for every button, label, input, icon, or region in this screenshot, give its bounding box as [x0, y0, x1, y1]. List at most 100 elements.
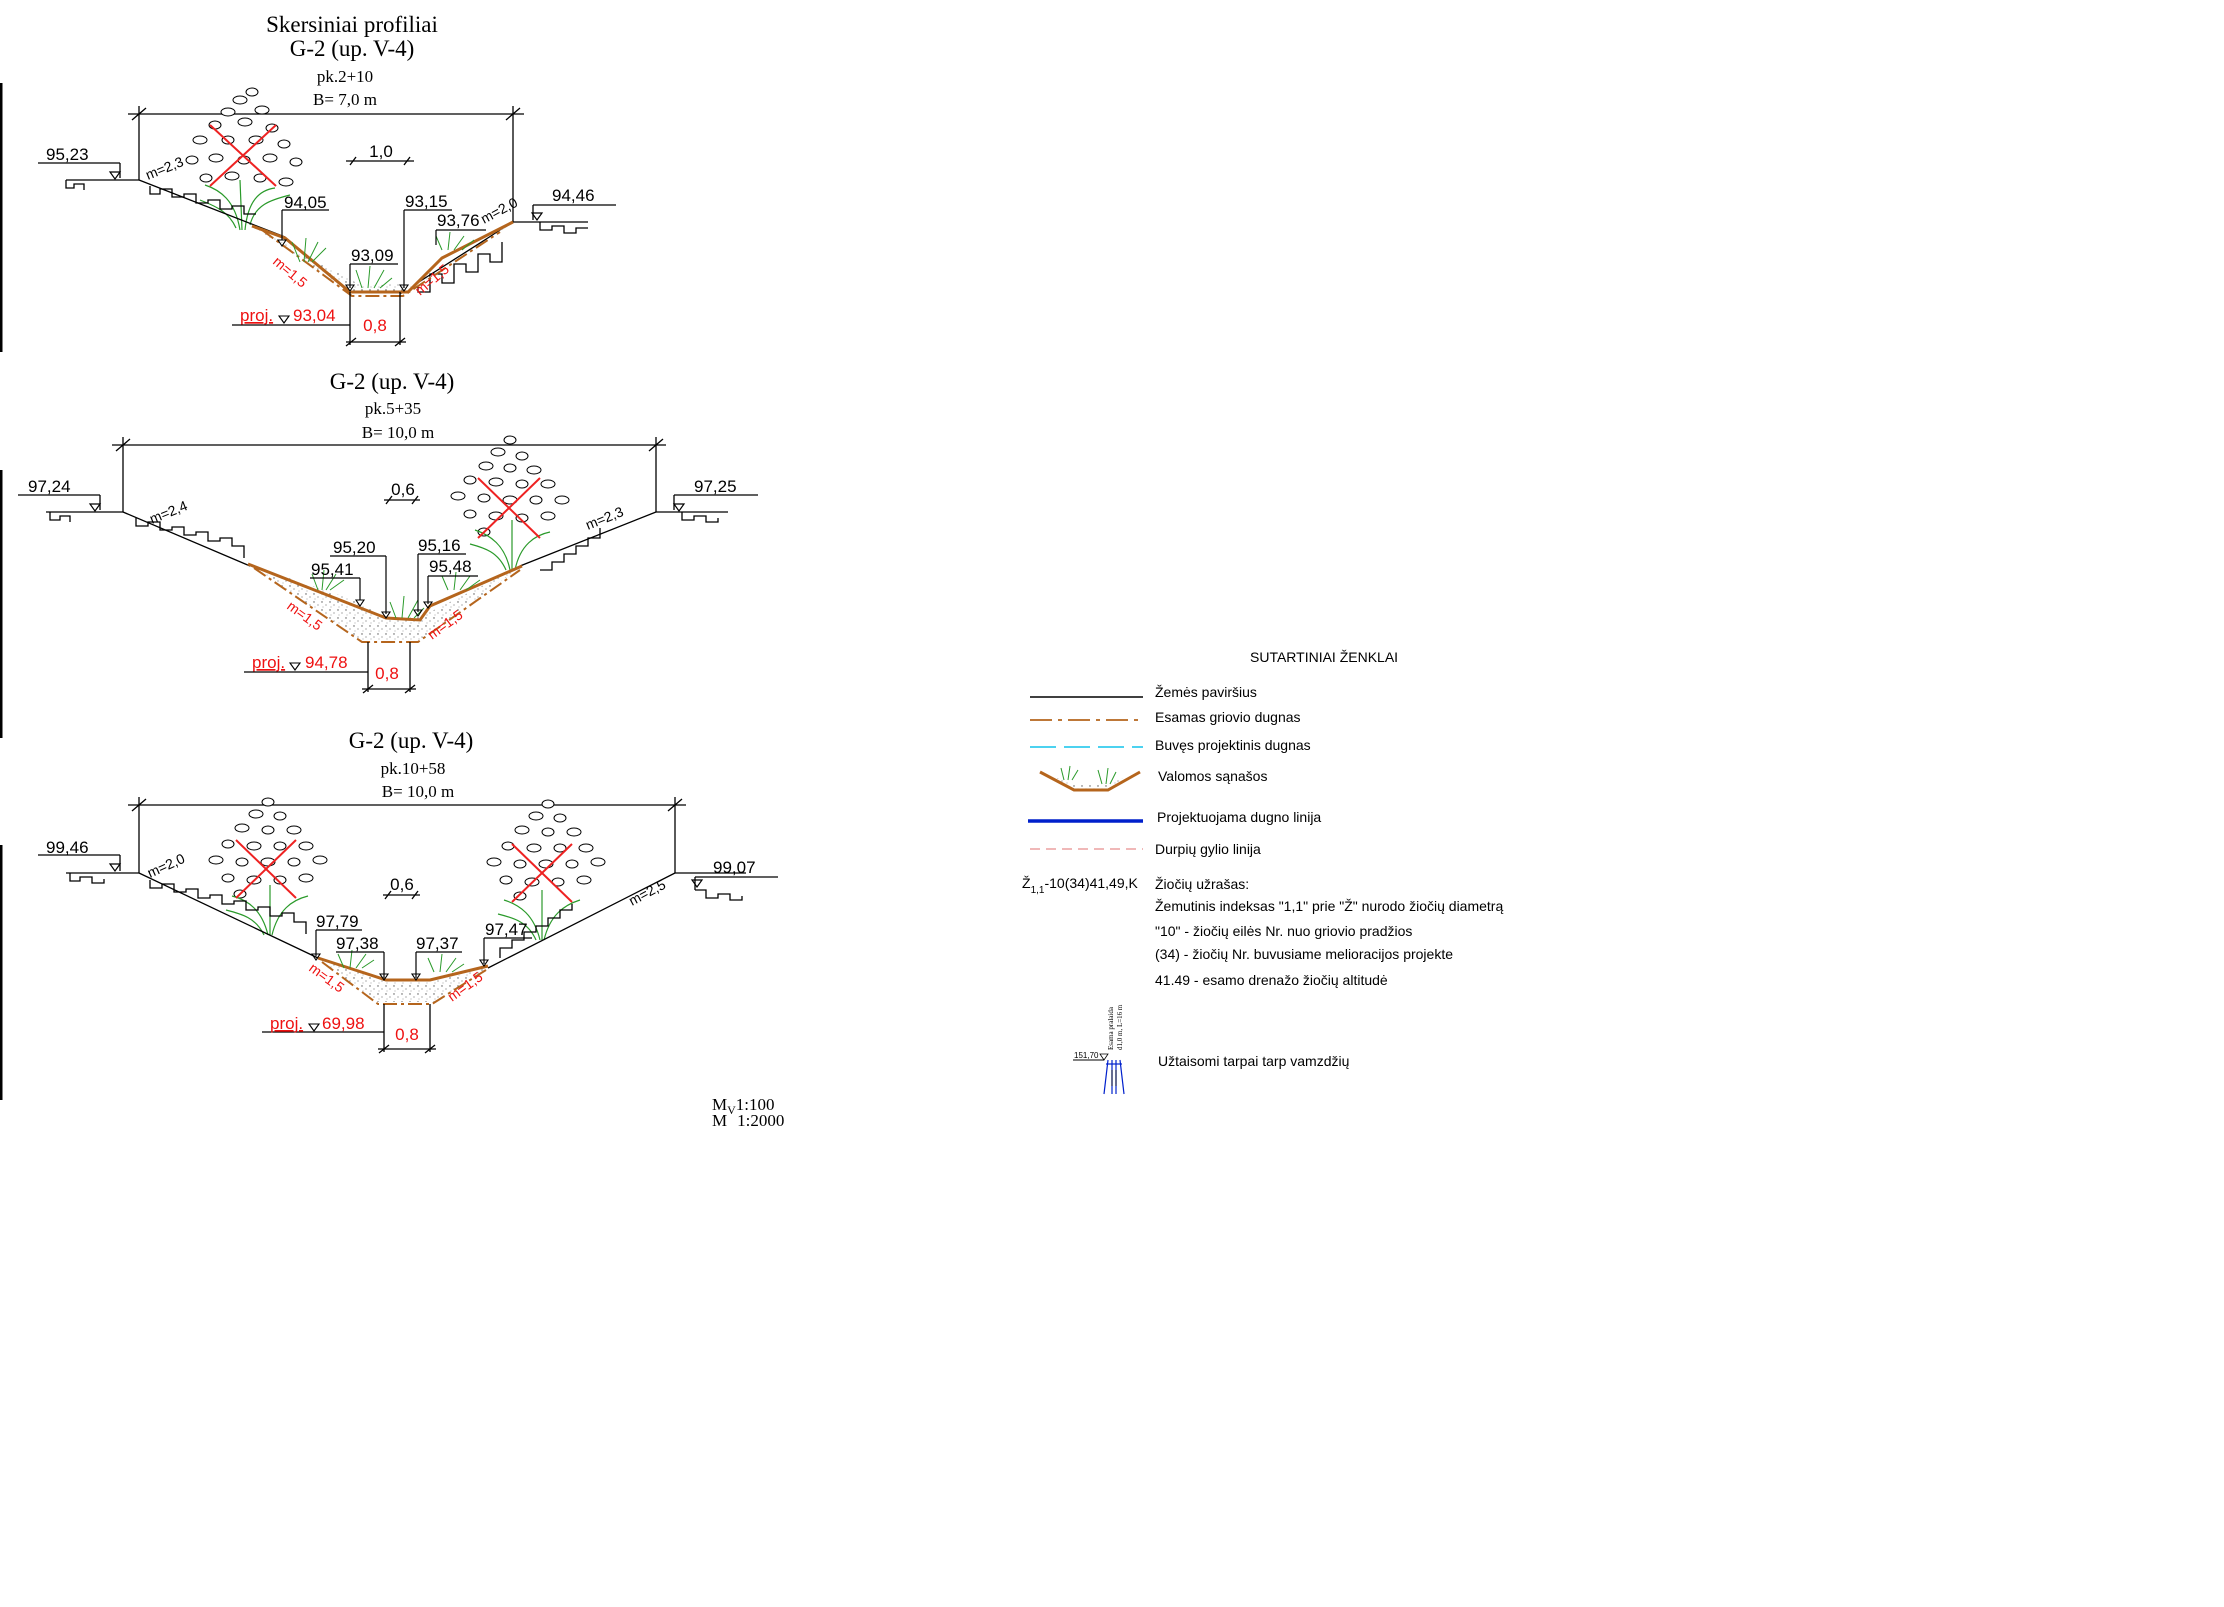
inner-label: 95,41 — [311, 560, 354, 579]
bottom-width: 0,6 — [391, 480, 415, 499]
elev-marker-icon — [530, 212, 544, 222]
sediment-area — [248, 564, 522, 640]
well-note: "10" - žiočių eilės Nr. nuo griovio prad… — [1155, 923, 1412, 939]
elev-marker-icon — [108, 171, 122, 181]
elev-marker-icon — [310, 953, 490, 981]
elev-marker-icon — [277, 315, 291, 324]
inner-label: 95,16 — [418, 536, 461, 555]
width-dimension — [128, 797, 686, 873]
width-dimension — [128, 106, 524, 222]
profile-1: G-2 (up. V-4) pk.2+10 B= 7,0 m 1,0 — [38, 36, 616, 347]
profile-width: B= 10,0 m — [382, 782, 454, 801]
profile-station: pk.10+58 — [381, 759, 446, 778]
bottom-width: 0,6 — [390, 875, 414, 894]
inner-leaders — [281, 209, 486, 288]
inner-label: 93,15 — [405, 192, 448, 211]
inner-label: 95,20 — [333, 538, 376, 557]
pipe-text: d1,0 m, L=16 m — [1116, 1004, 1124, 1050]
proj-label: proj. — [252, 653, 285, 672]
existing-bottom-line — [251, 220, 514, 294]
grass-tufts — [291, 231, 475, 289]
well-code: Ž1,1-10(34)41,49,K — [1022, 875, 1139, 896]
tree-cluster — [450, 435, 570, 571]
sediment-area — [318, 958, 488, 1002]
bottom-width-marker — [384, 495, 420, 505]
legend-label: Buvęs projektinis dugnas — [1155, 737, 1311, 753]
bottom-width-marker — [346, 156, 414, 166]
right-elevation: 94,46 — [552, 186, 595, 205]
inner-label: 95,48 — [429, 557, 472, 576]
elev-marker-icon — [354, 599, 434, 619]
legend-label: Valomos sąnašos — [1158, 768, 1267, 784]
well-note: (34) - žiočių Nr. buvusiame melioracijos… — [1155, 946, 1453, 962]
tree-cluster — [486, 799, 606, 941]
vertical-scale: MV1:100 — [712, 1095, 775, 1117]
right-elevation: 99,07 — [713, 858, 756, 877]
legend-title: SUTARTINIAI ŽENKLAI — [1250, 649, 1398, 665]
well-code-subscript: 1,1 — [1031, 885, 1045, 896]
left-slope: m=2,3 — [143, 153, 186, 183]
horizontal-scale-value: 1:2000 — [737, 1111, 784, 1130]
horizontal-scale: M 1:2000 — [712, 1111, 784, 1130]
left-elevation: 97,24 — [28, 477, 71, 496]
elev-marker-icon — [288, 662, 302, 671]
inner-label: 94,05 — [284, 193, 327, 212]
right-elevation: 97,25 — [694, 477, 737, 496]
well-code-rest: -10(34)41,49,K — [1044, 875, 1138, 891]
vertical-scale-prefix: M — [712, 1095, 727, 1114]
bottom-width: 1,0 — [369, 142, 393, 161]
right-slope: m=2,5 — [626, 876, 668, 909]
width-dimension — [112, 437, 666, 512]
well-note: Žemutinis indeksas "1,1" prie "Ž" nurodo… — [1155, 898, 1503, 914]
design-bottom-line — [253, 567, 521, 643]
profile-width: B= 7,0 m — [313, 90, 377, 109]
right-slope: m=2,3 — [583, 503, 626, 533]
elev-marker-icon — [276, 239, 410, 292]
existing-bottom-line — [317, 956, 489, 982]
ground-left — [38, 162, 286, 238]
profile-station: pk.5+35 — [365, 399, 421, 418]
legend-label: Žemės paviršius — [1155, 684, 1257, 700]
elev-marker-icon — [690, 879, 704, 889]
design-bottom-line — [261, 229, 501, 297]
left-elevation: 95,23 — [46, 145, 89, 164]
profile-3: G-2 (up. V-4) pk.10+58 B= 10,0 m 0,6 — [38, 728, 778, 1054]
proj-value: 93,04 — [293, 306, 336, 325]
profile-name: G-2 (up. V-4) — [349, 728, 474, 753]
cross-section-drawing: Skersiniai profiliai G-2 (up. V-4) pk.2+… — [0, 12, 1503, 1130]
bottom-ticks — [378, 1004, 436, 1054]
design-bottom-line — [321, 961, 487, 1005]
horizontal-scale-prefix: M — [712, 1111, 727, 1130]
profile-width: B= 10,0 m — [362, 423, 434, 442]
tree-cluster — [185, 87, 303, 231]
legend-label: Durpių gylio linija — [1155, 841, 1261, 857]
well-code-heading: Žiočių užrašas: — [1155, 876, 1249, 892]
profile-name: G-2 (up. V-4) — [290, 36, 415, 61]
existing-bottom-line — [247, 562, 523, 622]
proj-label: proj. — [270, 1014, 303, 1033]
inner-leaders — [315, 929, 532, 978]
grass-tufts — [311, 569, 481, 619]
pipe-label: Užtaisomi tarpai tarp vamzdžių — [1158, 1053, 1350, 1069]
profile-station: pk.2+10 — [317, 67, 373, 86]
legend-label: Esamas griovio dugnas — [1155, 709, 1301, 725]
elev-marker-icon — [672, 503, 686, 513]
ground-right — [487, 872, 778, 969]
elev-marker-icon — [88, 503, 102, 513]
inner-label: 93,76 — [437, 211, 480, 230]
well-note: 41.49 - esamo drenažo žiočių altitudė — [1155, 972, 1388, 988]
ground-right — [519, 494, 758, 571]
depth-value: 0,8 — [395, 1025, 419, 1044]
pipe-symbol-icon: Esama pralaida d1,0 m, L=16 m — [1073, 1004, 1125, 1095]
elev-marker-icon — [108, 863, 122, 873]
inner-label: 93,09 — [351, 246, 394, 265]
proj-value: 94,78 — [305, 653, 348, 672]
pipe-text: Esama pralaida — [1107, 1006, 1115, 1050]
inner-label: 97,38 — [336, 934, 379, 953]
bottom-ticks — [362, 642, 416, 694]
grass-tufts — [337, 949, 465, 973]
proj-label: proj. — [240, 306, 273, 325]
drawing-title: Skersiniai profiliai — [266, 12, 438, 37]
legend-label: Projektuojama dugno linija — [1157, 809, 1321, 825]
legend-swatch-sediment — [1039, 765, 1141, 792]
